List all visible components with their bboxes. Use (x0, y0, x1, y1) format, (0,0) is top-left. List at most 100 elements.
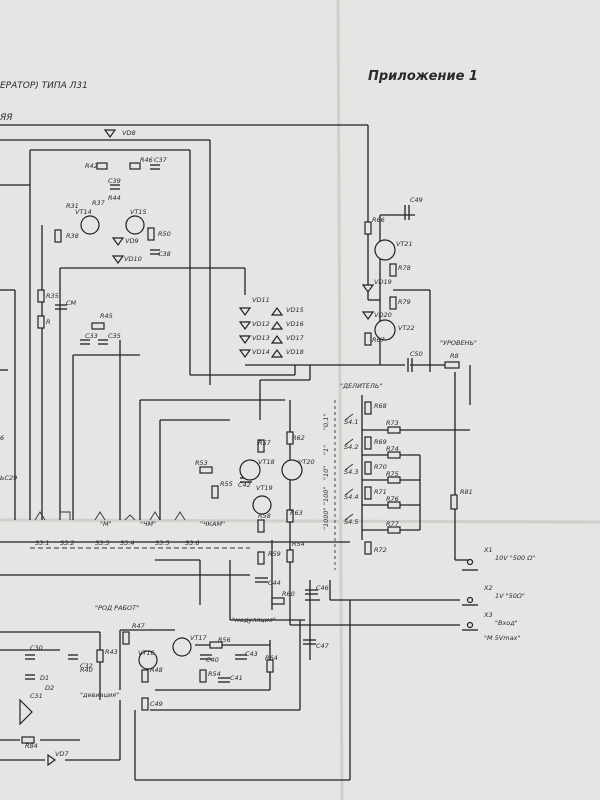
svg-text:X1: X1 (483, 546, 493, 554)
svg-text:S3.1: S3.1 (35, 539, 49, 547)
uroven-label: "УРОВЕНЬ" (440, 339, 477, 347)
division-1000: "1000" (322, 507, 330, 530)
svg-text:VD13: VD13 (252, 334, 270, 342)
svg-text:S4.3: S4.3 (344, 468, 358, 476)
svg-text:R62: R62 (292, 434, 305, 442)
svg-text:R40: R40 (80, 666, 93, 674)
division-100: "100" (322, 487, 330, 505)
svg-text:R56: R56 (218, 636, 231, 644)
svg-text:VD18: VD18 (286, 348, 304, 356)
svg-text:S4.2: S4.2 (344, 443, 358, 451)
svg-text:R67: R67 (372, 336, 386, 344)
svg-text:VD10: VD10 (124, 255, 142, 263)
svg-text:6: 6 (0, 434, 4, 442)
rod-rabot-label: "РОД РАБОТ" (95, 604, 139, 612)
svg-text:VD15: VD15 (286, 306, 304, 314)
svg-text:R84: R84 (25, 742, 38, 750)
svg-text:R71: R71 (374, 488, 387, 496)
chm-label: "ЧМ" (140, 520, 156, 528)
svg-text:VT22: VT22 (398, 324, 415, 332)
output-x2-label: 1V "50Ω" (495, 592, 525, 600)
svg-text:VD12: VD12 (252, 320, 270, 328)
paper-fold-vertical (336, 0, 344, 800)
svg-text:R48: R48 (150, 666, 163, 674)
svg-text:C39: C39 (108, 177, 121, 185)
svg-text:C41: C41 (230, 674, 243, 682)
svg-text:C49: C49 (150, 700, 163, 708)
svg-text:R70: R70 (374, 463, 387, 471)
svg-text:R57: R57 (258, 439, 272, 447)
component-labels: VD8 R42 R46 C37 C39 R37 R44 R31 VT14 VT1… (0, 129, 473, 758)
transistor-symbols (80, 215, 396, 670)
svg-text:VD16: VD16 (286, 320, 304, 328)
svg-text:R74: R74 (386, 445, 399, 453)
m-label: "М" (100, 520, 112, 528)
division-1: "1" (322, 445, 330, 455)
svg-text:VD20: VD20 (374, 311, 392, 319)
svg-text:R35: R35 (46, 292, 59, 300)
svg-text:R59: R59 (268, 550, 281, 558)
svg-text:S3.2: S3.2 (60, 539, 74, 547)
svg-text:C47: C47 (316, 642, 330, 650)
svg-text:R77: R77 (386, 520, 400, 528)
svg-text:R60: R60 (282, 590, 295, 598)
devia-label: "девиация" (80, 691, 119, 699)
function-labels: "ДЕЛИТЕЛЬ" "УРОВЕНЬ" "РОД РАБОТ" "модуля… (80, 339, 477, 699)
title-fragment: ЕРАТОР) ТИПА Л31 (0, 81, 88, 91)
svg-text:R81: R81 (460, 488, 473, 496)
output-labels: X1 10V "500 Ω" X2 1V "50Ω" X3 "Вход" "M … (483, 546, 535, 642)
svg-text:VT17: VT17 (190, 634, 208, 642)
svg-text:S3.5: S3.5 (155, 539, 169, 547)
svg-text:C33: C33 (85, 332, 98, 340)
capacitor-symbols (25, 164, 413, 683)
svg-text:C46: C46 (316, 584, 329, 592)
svg-text:C31: C31 (30, 692, 43, 700)
svg-text:R8: R8 (450, 352, 459, 360)
svg-text:VT16: VT16 (138, 649, 155, 657)
svg-text:VT15: VT15 (130, 208, 147, 216)
wires (0, 124, 471, 781)
svg-text:R54: R54 (208, 670, 221, 678)
svg-text:R50: R50 (158, 230, 171, 238)
svg-text:S3.3: S3.3 (95, 539, 109, 547)
svg-text:R37: R37 (92, 199, 106, 207)
svg-text:VT21: VT21 (396, 240, 413, 248)
svg-text:R: R (46, 318, 51, 326)
svg-text:R43: R43 (105, 648, 118, 656)
svg-text:R38: R38 (66, 232, 79, 240)
terminal-symbols (466, 558, 474, 629)
svg-text:C50: C50 (410, 350, 423, 358)
modulyaciya-label: "модуляция" (232, 616, 276, 624)
svg-text:VT14: VT14 (75, 208, 92, 216)
svg-text:R42: R42 (85, 162, 98, 170)
svg-text:VD8: VD8 (122, 129, 136, 137)
svg-text:VT18: VT18 (258, 458, 275, 466)
svg-text:R63: R63 (290, 509, 303, 517)
svg-text:R73: R73 (386, 419, 399, 427)
svg-text:C40: C40 (206, 656, 219, 664)
svg-text:S4.5: S4.5 (344, 518, 358, 526)
svg-text:VD14: VD14 (252, 348, 270, 356)
svg-text:R68: R68 (374, 402, 387, 410)
switch-contacts (34, 400, 354, 570)
svg-text:R46: R46 (140, 156, 153, 164)
output-x3b-label: "M 5Vmax" (484, 634, 520, 642)
chkam-label: "ЧКАМ" (200, 520, 225, 528)
svg-text:D2: D2 (45, 684, 54, 692)
svg-text:R66: R66 (372, 216, 385, 224)
svg-text:VT19: VT19 (256, 484, 273, 492)
svg-text:C30: C30 (30, 644, 43, 652)
svg-text:C32: C32 (80, 662, 93, 670)
svg-text:C44: C44 (268, 579, 281, 587)
svg-text:R79: R79 (398, 298, 411, 306)
svg-text:D1: D1 (40, 674, 49, 682)
output-x3-label: "Вход" (495, 619, 518, 627)
svg-text:R78: R78 (398, 264, 411, 272)
svg-text:R53: R53 (195, 459, 208, 467)
subtitle-fragment: ЯЯ (0, 113, 13, 123)
svg-text:VD7: VD7 (55, 750, 69, 758)
svg-text:C43: C43 (245, 650, 258, 658)
svg-text:VD11: VD11 (252, 296, 270, 304)
svg-text:R64: R64 (265, 654, 278, 662)
